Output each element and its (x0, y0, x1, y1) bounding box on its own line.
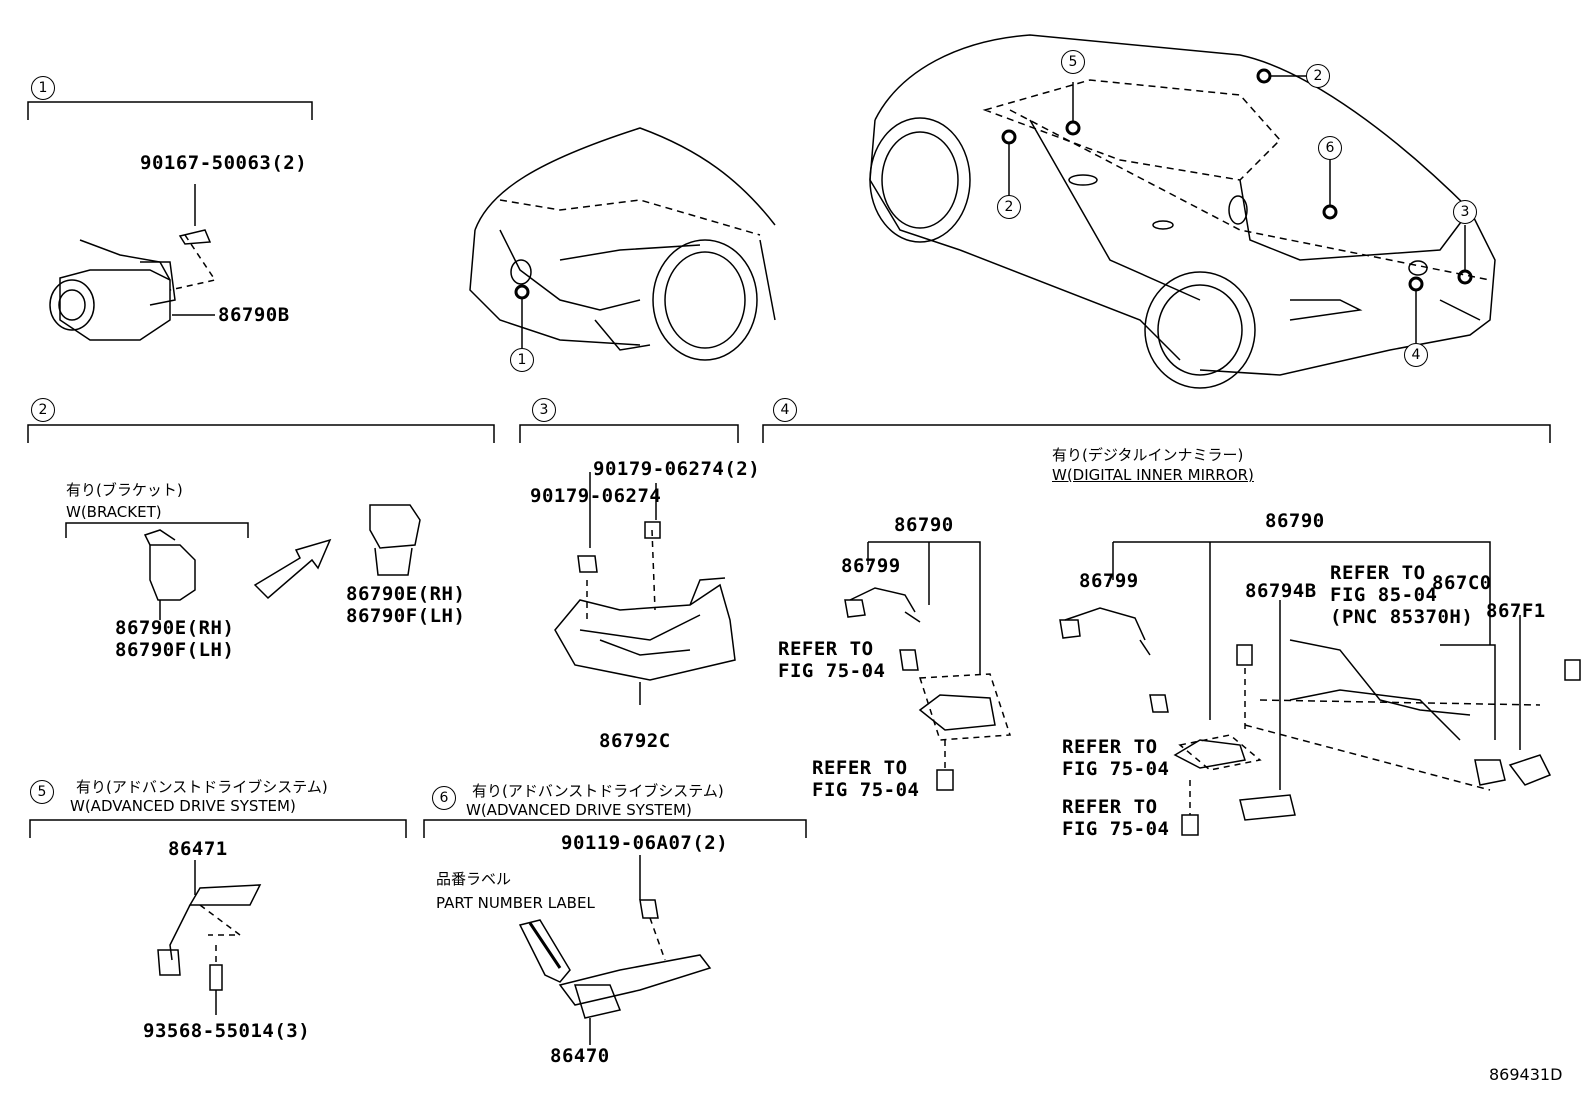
section-4-number: 4 (773, 398, 797, 422)
part-90179-06274-2: 90179-06274(2) (593, 458, 761, 480)
car-callout-4: 4 (1404, 343, 1428, 367)
section-1-number: 1 (31, 76, 55, 100)
part-number-label-en: PART NUMBER LABEL (436, 894, 595, 912)
part-93568-55014: 93568-55014(3) (143, 1020, 311, 1042)
callout-leaders (521, 75, 1466, 348)
camera-86790B-drawing (49, 229, 217, 341)
bracket-note-en: W(BRACKET) (66, 503, 162, 521)
ads-note-en-5: W(ADVANCED DRIVE SYSTEM) (70, 797, 296, 815)
section-brackets (27, 101, 1551, 838)
part-86790-left: 86790 (894, 514, 954, 536)
car-callout-3: 3 (1453, 200, 1477, 224)
refer-1-line1: REFER TO (778, 638, 874, 660)
bracket-note-jp: 有り(ブラケット) (66, 481, 183, 499)
refer-5-line3: (PNC 85370H) (1330, 606, 1474, 628)
refer-2-line1: REFER TO (812, 757, 908, 779)
section-5-number: 5 (30, 780, 54, 804)
mirror-note-en: W(DIGITAL INNER MIRROR) (1052, 466, 1254, 484)
part-86790E-rh-1: 86790E(RH) (115, 617, 235, 639)
rear-car-outline (869, 34, 1496, 389)
ads-note-jp-5: 有り(アドバンストドライブシステム) (76, 778, 328, 796)
part-867C0: 867C0 (1432, 572, 1492, 594)
mirror-assembly-right-drawing (1059, 541, 1581, 836)
part-86790-right: 86790 (1265, 510, 1325, 532)
bracket-86792C-drawing (554, 472, 736, 705)
section-2-number: 2 (31, 398, 55, 422)
figure-id: 869431D (1489, 1065, 1563, 1084)
part-86792C: 86792C (599, 730, 671, 752)
part-86799-left: 86799 (841, 555, 901, 577)
refer-5-line2: FIG 85-04 (1330, 584, 1438, 606)
refer-3-line2: FIG 75-04 (1062, 758, 1170, 780)
car-callout-6: 6 (1318, 136, 1342, 160)
sensor-86470-drawing (518, 855, 712, 1045)
section-3-number: 3 (532, 398, 556, 422)
sensor-86471-drawing (157, 860, 262, 1015)
car-callout-1: 1 (510, 348, 534, 372)
part-86799-right: 86799 (1079, 570, 1139, 592)
part-90179-06274: 90179-06274 (530, 485, 662, 507)
part-86470: 86470 (550, 1045, 610, 1067)
part-number-label-jp: 品番ラベル (436, 870, 512, 888)
part-86790F-lh-1: 86790F(LH) (115, 639, 235, 661)
part-86790F-lh-2: 86790F(LH) (346, 605, 466, 627)
part-90167-50063: 90167-50063(2) (140, 152, 308, 174)
refer-5-line1: REFER TO (1330, 562, 1426, 584)
refer-3-line1: REFER TO (1062, 736, 1158, 758)
car-callout-2b: 2 (1306, 64, 1330, 88)
refer-4-line2: FIG 75-04 (1062, 818, 1170, 840)
mirror-assembly-left-drawing (844, 541, 1012, 791)
car-callout-5: 5 (1061, 50, 1085, 74)
ads-note-en-6: W(ADVANCED DRIVE SYSTEM) (466, 801, 692, 819)
part-86790B: 86790B (218, 304, 290, 326)
mirror-note-jp: 有り(デジタルインナミラー) (1052, 446, 1244, 464)
part-86471: 86471 (168, 838, 228, 860)
side-camera-drawing (143, 504, 421, 620)
part-90119-06A07: 90119-06A07(2) (561, 832, 729, 854)
part-867F1: 867F1 (1486, 600, 1546, 622)
part-86790E-rh-2: 86790E(RH) (346, 583, 466, 605)
ads-note-jp-6: 有り(アドバンストドライブシステム) (472, 782, 724, 800)
front-car-outline (469, 127, 776, 361)
section-6-number: 6 (432, 786, 456, 810)
refer-1-line2: FIG 75-04 (778, 660, 886, 682)
refer-4-line1: REFER TO (1062, 796, 1158, 818)
part-86794B: 86794B (1245, 580, 1317, 602)
refer-2-line2: FIG 75-04 (812, 779, 920, 801)
car-callout-2a: 2 (997, 195, 1021, 219)
